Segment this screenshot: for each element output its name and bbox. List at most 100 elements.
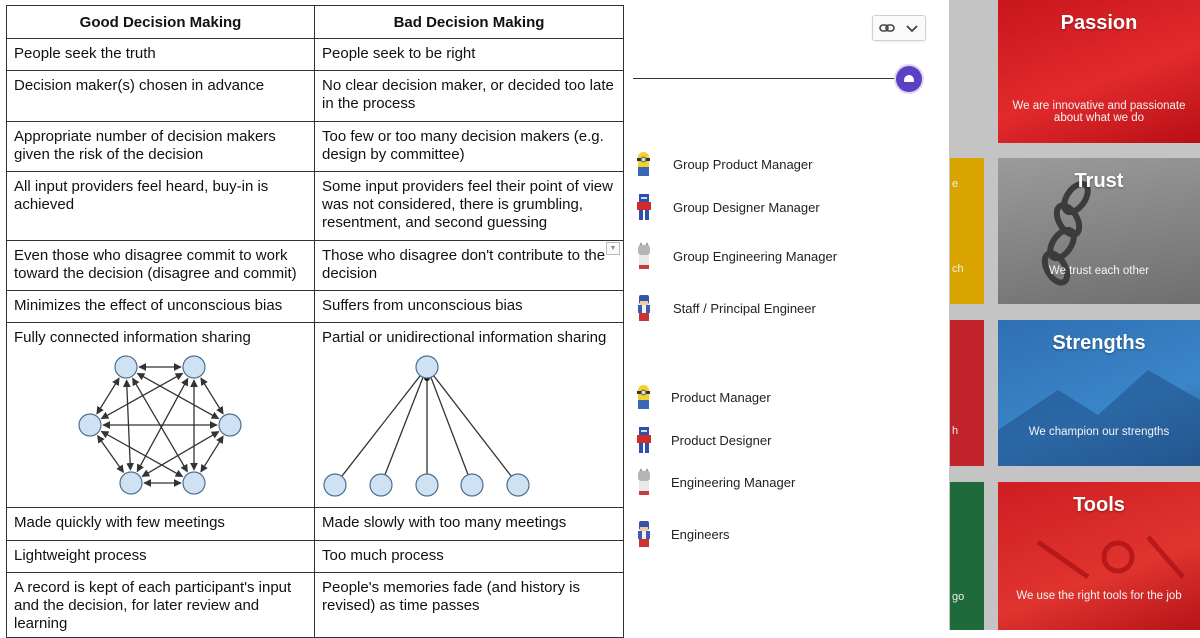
good-cell: Even those who disagree commit to work t… [6,240,315,291]
values-board: e ch h go Passion We are innovative and … [950,0,1200,630]
bad-cell: People's memories fade (and history is r… [314,572,624,638]
value-card-strengths: Strengths We champion our strengths [998,320,1200,466]
network-node [182,355,206,379]
chain-icon [1041,180,1091,286]
network-edge [341,375,421,477]
network-edge [141,431,220,477]
tools-icon [1036,535,1185,580]
value-card-subtitle: We use the right tools for the job [1016,590,1182,602]
role-item[interactable]: Staff / Principal Engineer [633,294,816,322]
bad-cell: People seek to be right [314,38,624,71]
header-good-decision-making: Good Decision Making [6,5,315,39]
value-card-passion: Passion We are innovative and passionate… [998,0,1200,143]
good-cell: Appropriate number of decision makers gi… [6,121,315,172]
robot-figure-icon [637,427,651,453]
edge-fragment-text: e [952,178,959,190]
bad-cell: Made slowly with too many meetings [314,507,624,541]
role-item[interactable]: Group Product Manager [633,150,812,178]
table-row: All input providers feel heard, buy-in i… [6,171,624,241]
value-card-title: Trust [1074,170,1124,192]
table-row: Appropriate number of decision makers gi… [6,121,624,172]
edge-fragment-text: h [952,425,959,437]
edge-fragment-text: go [952,591,965,603]
value-card-tools: Tools We use the right tools for the job [998,482,1200,630]
network-edge [100,430,184,478]
role-item[interactable]: Engineers [633,520,730,548]
mountain-icon [998,370,1200,466]
network-node [218,413,242,437]
chevron-down-icon [906,25,918,33]
role-item[interactable]: Product Designer [633,426,771,454]
decision-table: Good Decision Making Bad Decision Making… [6,5,624,638]
bad-cell: Suffers from unconscious bias [314,290,624,323]
role-item[interactable]: Product Manager [633,383,771,411]
network-node [114,355,138,379]
bad-cell: Too much process [314,540,624,573]
role-item[interactable]: Group Designer Manager [633,193,820,221]
role-panel: Group Product Manager Group Designer Man… [633,0,950,630]
bad-cell: No clear decision maker, or decided too … [314,70,624,122]
slider-handle[interactable] [896,66,922,92]
value-card-title: Passion [1060,12,1138,34]
network-node [78,413,102,437]
cat-figure-icon [638,242,650,269]
value-card-subtitle: We trust each other [1048,265,1150,277]
table-row: Made quickly with few meetings Made slow… [6,507,624,541]
link-icon [879,24,895,32]
network-edge [433,375,512,477]
network-node [323,473,347,497]
unidirectional-network-diagram [323,355,530,497]
value-card-title: Tools [1073,494,1125,516]
value-card-trust: Trust We trust each other [998,158,1200,304]
bad-cell: Those who disagree don't contribute to t… [314,240,624,291]
network-node [415,355,439,379]
network-node [506,473,530,497]
value-card-subtitle: We champion our strengths [1028,426,1170,438]
network-node [460,473,484,497]
network-node [369,473,393,497]
network-node [119,471,143,495]
cell-dropdown-icon[interactable]: ▼ [606,242,620,255]
role-label: Staff / Principal Engineer [673,300,816,316]
header-bad-decision-making: Bad Decision Making [314,5,624,39]
table-row-diagrams: Fully connected information sharing Part… [6,322,624,508]
table-row: A record is kept of each participant's i… [6,572,624,638]
cat-figure-icon [638,468,650,495]
good-cell: Lightweight process [6,540,315,573]
bad-diagram-cell: Partial or unidirectional information sh… [314,322,624,508]
table-row: Even those who disagree commit to work t… [6,240,624,291]
robot-figure-icon [637,194,651,220]
role-label: Group Designer Manager [673,199,820,215]
minion-figure-icon [637,385,650,409]
table-row: People seek the truth People seek to be … [6,38,624,71]
table-header-row: Good Decision Making Bad Decision Making [6,5,624,39]
good-diagram-cell: Fully connected information sharing [6,322,315,508]
good-cell: Fully connected information sharing [14,329,251,346]
good-cell: A record is kept of each participant's i… [6,572,315,638]
edge-tile: h [950,320,984,466]
role-item[interactable]: Engineering Manager [633,468,795,496]
network-edge [200,377,224,415]
network-edge [100,372,184,420]
captain-figure-icon [638,521,650,547]
role-label: Engineers [671,526,730,542]
network-edge [96,434,125,474]
network-edge [430,377,469,475]
network-edge [96,377,120,415]
fully-connected-network-diagram [78,355,242,495]
good-cell: Made quickly with few meetings [6,507,315,541]
network-node [182,471,206,495]
role-label: Engineering Manager [671,474,796,490]
minion-figure-icon [637,152,650,176]
value-card-subtitle: We are innovative and passionate about w… [1012,100,1186,124]
good-cell: Decision maker(s) chosen in advance [6,70,315,122]
good-cell: People seek the truth [6,38,315,71]
role-label: Group Product Manager [673,156,813,172]
bad-cell: Partial or unidirectional information sh… [322,329,607,346]
link-dropdown-button[interactable] [872,15,926,41]
role-item[interactable]: Group Engineering Manager [633,242,837,270]
slider-track[interactable] [633,78,903,79]
edge-tile: go [950,482,984,630]
role-label: Product Designer [671,432,772,448]
value-card-title: Strengths [1052,332,1146,354]
